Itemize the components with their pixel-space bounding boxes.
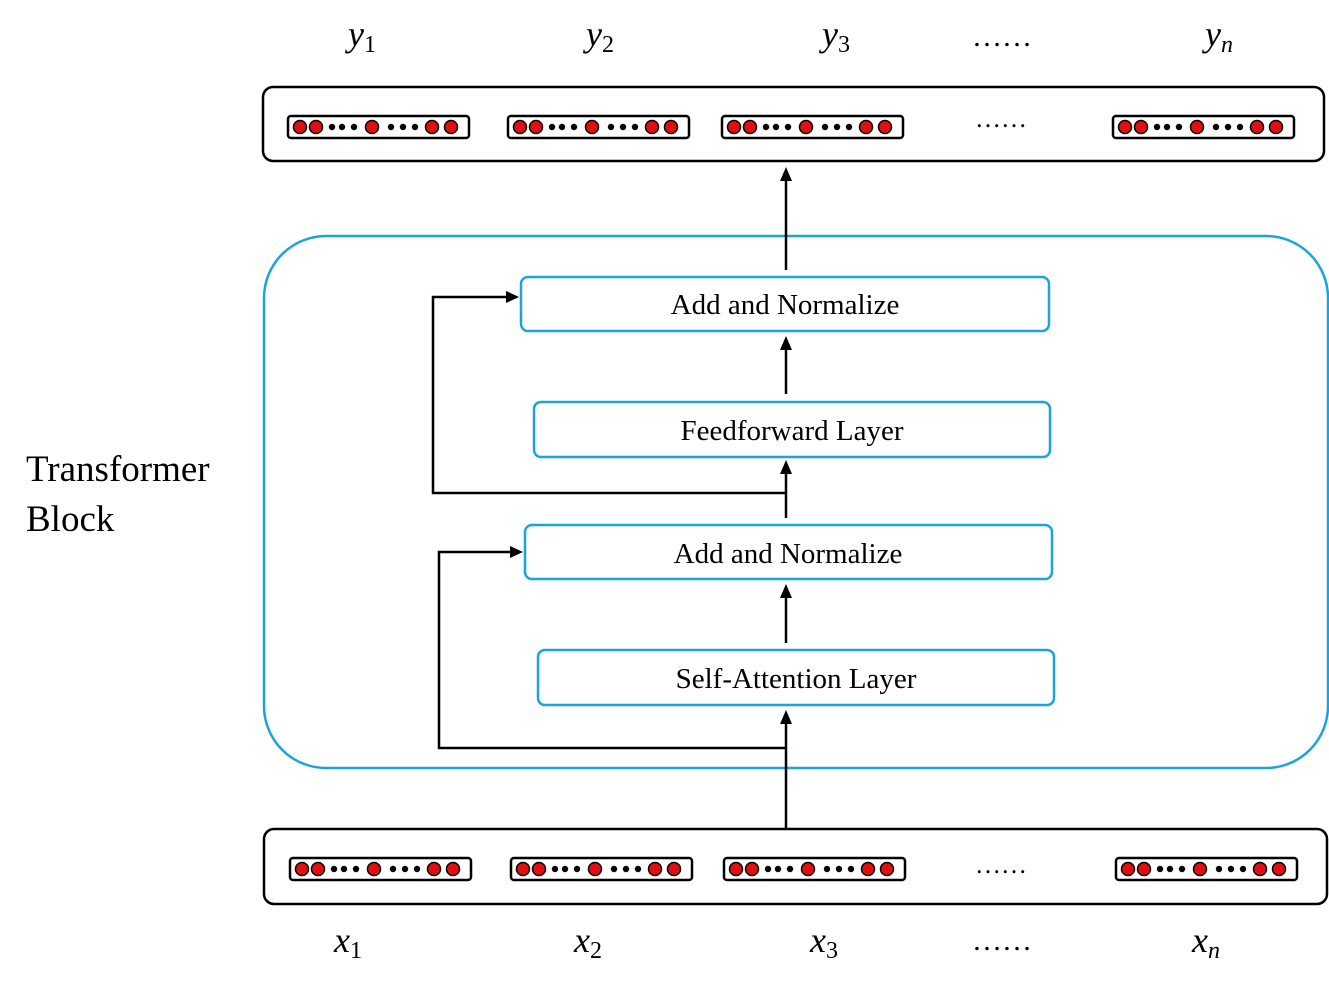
transformer-block-container — [262, 234, 1329, 770]
arrowhead-icon — [780, 584, 792, 598]
flow-arrows — [431, 167, 792, 828]
layer-add-norm-bottom: Add and Normalize — [523, 523, 1054, 581]
input-vector-1 — [288, 856, 473, 882]
input-vectors-ellipsis: …… — [975, 850, 1027, 879]
output-vector-4 — [1111, 114, 1296, 140]
arrowhead-icon — [780, 336, 792, 350]
output-label-n: yn — [1202, 14, 1233, 58]
residual-connection-feedforward — [431, 295, 786, 495]
layer-add-norm-bottom-label: Add and Normalize — [674, 538, 903, 570]
output-vectors — [286, 114, 1296, 140]
layer-feedforward: Feedforward Layer — [532, 400, 1052, 459]
output-label-2: y2 — [583, 14, 614, 58]
input-vector-4 — [1114, 856, 1299, 882]
residual-connection-attention — [437, 550, 786, 750]
input-vectors — [288, 856, 1299, 882]
block-label-line-1: Transformer — [26, 449, 210, 490]
input-label-2: x2 — [573, 920, 602, 964]
input-vector-3 — [722, 856, 907, 882]
layer-self-attention: Self-Attention Layer — [536, 648, 1056, 707]
arrowhead-icon — [780, 710, 792, 724]
input-label-ellipsis: …… — [972, 924, 1032, 957]
output-labels: y1 y2 y3 …… yn — [345, 14, 1233, 58]
input-label-n: xn — [1191, 920, 1220, 964]
output-vector-2 — [506, 114, 691, 140]
layer-add-norm-top-label: Add and Normalize — [671, 289, 900, 321]
arrowhead-icon — [506, 291, 519, 303]
output-vector-1 — [286, 114, 471, 140]
output-label-1: y1 — [345, 14, 376, 58]
arrowhead-icon — [780, 167, 792, 181]
output-vectors-ellipsis: …… — [975, 104, 1027, 133]
output-vector-3 — [720, 114, 905, 140]
layer-self-attention-label: Self-Attention Layer — [676, 663, 917, 695]
layer-feedforward-label: Feedforward Layer — [680, 415, 903, 447]
input-label-1: x1 — [333, 920, 362, 964]
output-label-3: y3 — [819, 14, 850, 58]
arrowhead-icon — [510, 546, 523, 558]
block-label-line-2: Block — [26, 499, 115, 540]
arrowhead-icon — [780, 460, 792, 474]
input-labels: x1 x2 x3 …… xn — [333, 920, 1220, 964]
input-label-3: x3 — [809, 920, 838, 964]
input-vector-2 — [509, 856, 694, 882]
output-label-ellipsis: …… — [972, 20, 1032, 53]
layer-add-norm-top: Add and Normalize — [519, 275, 1051, 333]
